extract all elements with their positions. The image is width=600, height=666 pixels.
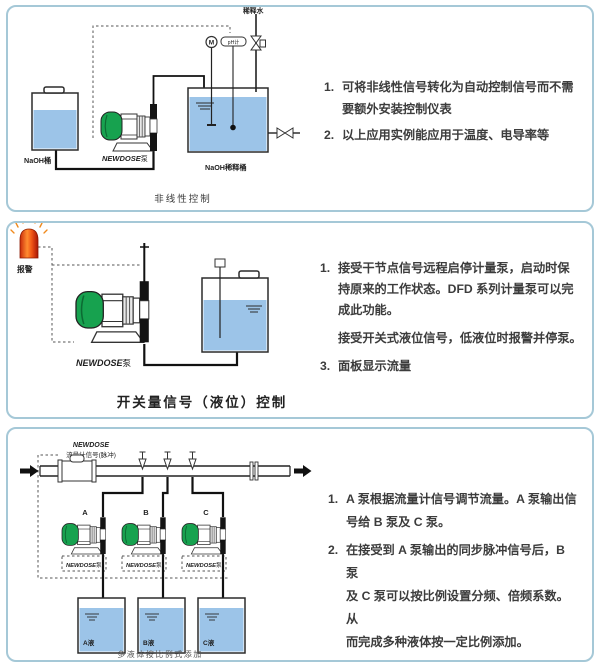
pump-a-letter: A <box>82 508 88 517</box>
tank-a-label: A液 <box>83 638 95 647</box>
pipe-flange-icon <box>249 461 259 481</box>
panel-proportional-dosing: NEWDOSE 流量计信号(脉冲) <box>6 427 594 662</box>
flow-meter-icon <box>57 454 97 483</box>
tank-a: A液 <box>77 597 126 654</box>
pump-b-letter: B <box>143 508 149 517</box>
injection-quill-icons <box>138 451 197 471</box>
dilution-tank-liquid <box>189 97 267 151</box>
pump-b-label: NEWDOSE泵 <box>126 562 162 569</box>
naoh-tank-label: NaOH桶 <box>24 156 51 165</box>
note: 1. A 泵根据流量计信号调节流量。A 泵输出信 号给 B 泵及 C 泵。 <box>328 488 578 534</box>
alarm-lamp-icon <box>10 223 48 259</box>
panel-nonlinear-control: NaOH桶 NEWDOSE泵 NaOH稀释桶 M pH计 <box>6 5 594 212</box>
dosing-pump-c <box>181 516 227 555</box>
outlet-valve-icon <box>268 127 300 139</box>
injection-point-icon <box>140 243 149 283</box>
suction-tube <box>54 149 155 171</box>
panel2-caption: 开关量信号（液位）控制 <box>117 394 288 410</box>
pump-a-label: NEWDOSE泵 <box>66 562 102 569</box>
level-control-diagram: 报警 NEWDOSE泵 开关量信号（液位）控制 <box>10 223 288 410</box>
sync-box-a <box>61 555 107 572</box>
mixer-motor-icon: M <box>205 35 218 126</box>
water-inlet-label: 稀释水 <box>243 7 264 15</box>
panel1-caption: 非线性控制 <box>154 193 212 205</box>
signal-dashed-line <box>37 454 228 579</box>
panel2-notes: 1. 接受干节点信号远程启停计量泵，启动时保 持原来的工作状态。DFD 系列计量… <box>320 258 584 384</box>
tank-b-liquid <box>139 608 184 652</box>
dilution-tank <box>187 87 269 153</box>
signal-dashed-line <box>92 25 231 138</box>
panel3-notes: 1. A 泵根据流量计信号调节流量。A 泵输出信 号给 B 泵及 C 泵。 2.… <box>328 488 578 659</box>
note-text: 在接受到 A 泵输出的同步脉冲信号后，B 泵 及 C 泵可以按比例设置分频、倍频… <box>346 543 569 649</box>
naoh-tank-liquid <box>33 110 77 149</box>
water-surface-icon <box>145 613 159 621</box>
dosing-pump-b <box>121 516 167 555</box>
note-text: 以上应用实例能应用于温度、电导率等 <box>342 128 550 142</box>
note: 1. 接受干节点信号远程启停计量泵，启动时保 持原来的工作状态。DFD 系列计量… <box>320 258 584 321</box>
tank-b: B液 <box>137 597 186 654</box>
note-number: 1. <box>324 80 335 94</box>
ph-sensor-icon: pH计 <box>220 36 247 131</box>
discharge-tube-a <box>101 477 144 517</box>
note: 2. 以上应用实例能应用于温度、电导率等 <box>324 124 576 146</box>
sync-box-c <box>181 555 227 572</box>
water-surface-icon <box>205 613 219 621</box>
dosing-pump-a <box>61 516 107 555</box>
tank-liquid <box>203 300 267 351</box>
flow-in-arrow-icon <box>20 465 39 477</box>
dosing-pump <box>75 280 150 344</box>
inlet-valve-icon <box>250 35 266 51</box>
note-text: 可将非线性信号转化为自动控制信号而不需 要额外安装控制仪表 <box>342 80 574 116</box>
note-number: 3. <box>320 359 331 373</box>
chemical-tank <box>201 258 269 353</box>
water-inlet <box>250 14 266 92</box>
note-text: 接受开关式液位信号，低液位时报警并停泵。 <box>338 331 582 345</box>
alarm-rays-icon <box>10 223 48 234</box>
proportional-dosing-diagram: NEWDOSE 流量计信号(脉冲) <box>20 442 312 659</box>
tank-c-liquid <box>199 608 244 652</box>
pump-c-letter: C <box>203 508 209 517</box>
discharge-tube-c <box>191 477 225 517</box>
naoh-tank <box>31 86 79 151</box>
note-number: 1. <box>320 261 331 275</box>
pump-c-label: NEWDOSE泵 <box>186 562 222 569</box>
note-text: 接受干节点信号远程启停计量泵，启动时保 持原来的工作状态。DFD 系列计量泵可以… <box>338 261 574 317</box>
tank-c: C液 <box>197 597 246 654</box>
alarm-label: 报警 <box>17 264 33 274</box>
water-surface-icon <box>246 305 262 313</box>
discharge-tube-b <box>161 477 169 517</box>
note-number: 2. <box>324 128 335 142</box>
sensor-label: pH计 <box>228 39 239 46</box>
note: 3. 面板显示流量 <box>320 356 584 377</box>
note-text: A 泵根据流量计信号调节流量。A 泵输出信 号给 B 泵及 C 泵。 <box>346 492 577 529</box>
note-number: 1. <box>328 492 339 506</box>
flow-out-arrow-icon <box>294 465 312 477</box>
nonlinear-control-diagram: NaOH桶 NEWDOSE泵 NaOH稀释桶 M pH计 <box>24 7 300 205</box>
note: 1. 可将非线性信号转化为自动控制信号而不需 要额外安装控制仪表 <box>324 76 576 120</box>
note: 2. 在接受到 A 泵输出的同步脉冲信号后，B 泵 及 C 泵可以按比例设置分频… <box>328 539 578 654</box>
main-pipe <box>20 454 312 483</box>
discharge-tube <box>152 75 205 105</box>
pump-label: NEWDOSE泵 <box>102 154 148 163</box>
note-number: 2. <box>328 543 339 557</box>
panel1-notes: 1. 可将非线性信号转化为自动控制信号而不需 要额外安装控制仪表 2. 以上应用… <box>324 76 576 150</box>
dosing-pump <box>100 103 158 152</box>
tank-b-label: B液 <box>143 638 155 647</box>
pump-label: NEWDOSE泵 <box>76 358 132 368</box>
flowmeter-signal-label: 流量计信号(脉冲) <box>66 450 116 459</box>
note-text: 面板显示流量 <box>338 359 412 373</box>
tank-a-liquid <box>79 608 124 652</box>
water-surface-icon <box>85 613 99 621</box>
dilution-tank-label: NaOH稀释桶 <box>205 163 247 172</box>
flowmeter-brand-label: NEWDOSE <box>73 442 110 449</box>
panel-level-control: 报警 NEWDOSE泵 开关量信号（液位）控制 1. 接受干节点信号 <box>6 221 594 419</box>
panel3-caption: 多液体按比例式添加 <box>117 649 203 659</box>
tank-c-label: C液 <box>203 638 215 647</box>
sync-box-b <box>121 555 167 572</box>
level-sensor-icon <box>214 258 226 338</box>
note: 接受开关式液位信号，低液位时报警并停泵。 <box>320 328 584 349</box>
alarm-dashed-line <box>38 246 74 343</box>
motor-letter: M <box>209 40 214 47</box>
